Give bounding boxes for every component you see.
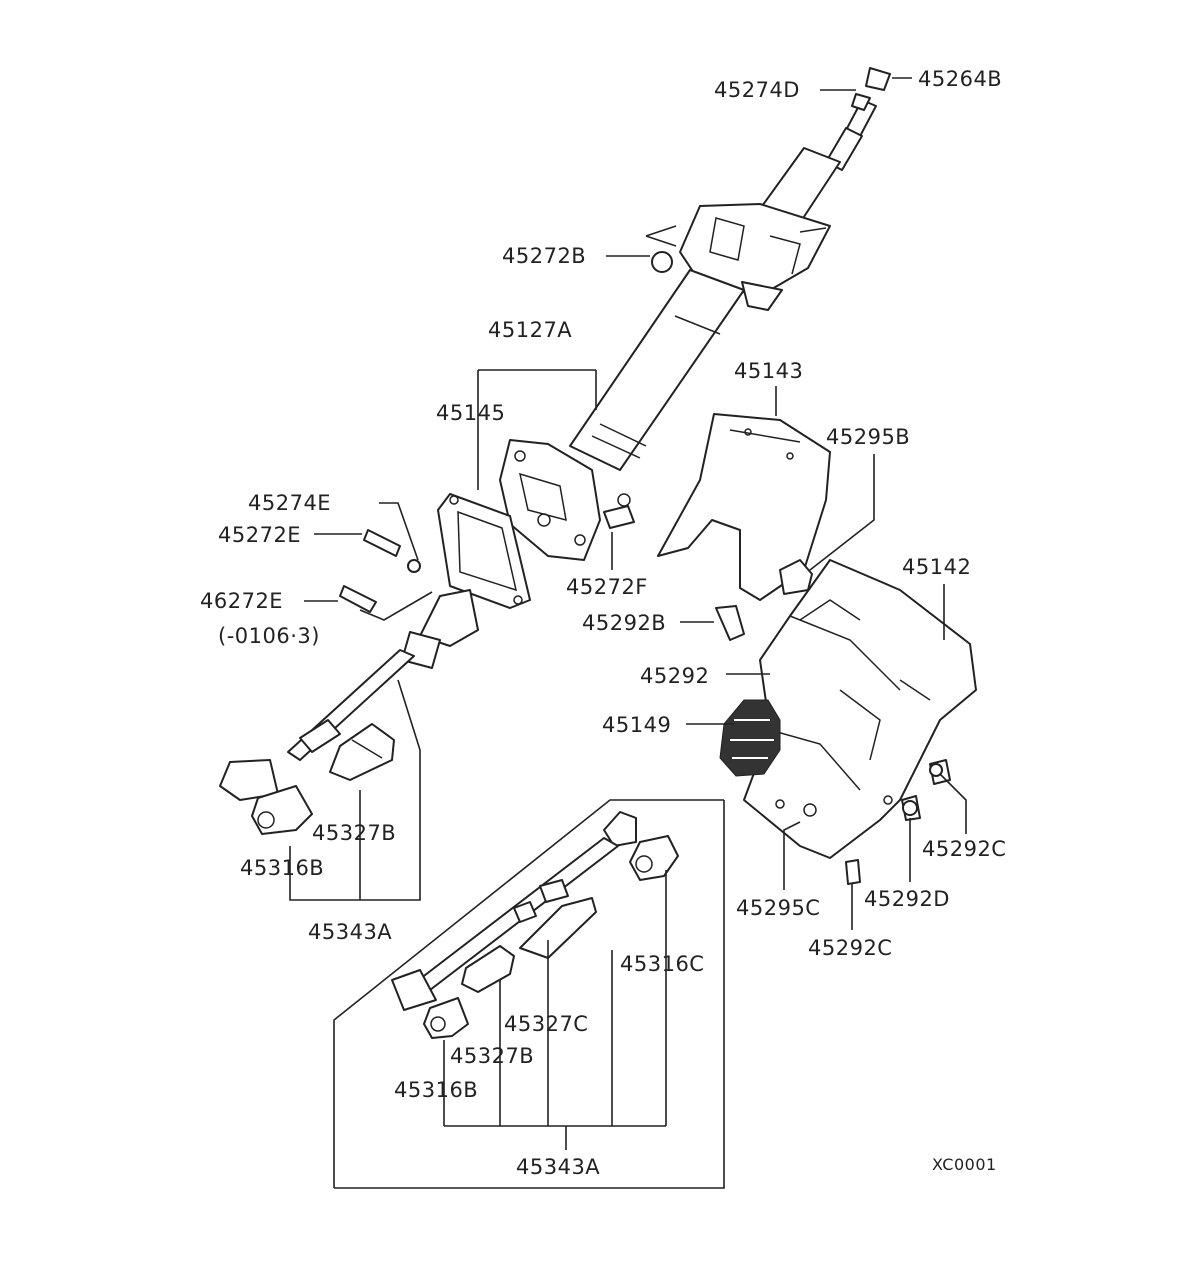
label-45327B-b: 45327B <box>450 1044 534 1068</box>
clip-45292D <box>901 795 921 821</box>
note-0106: (-0106·3) <box>218 624 320 648</box>
label-45327B-a: 45327B <box>312 821 396 845</box>
label-45316B-b: 45316B <box>394 1078 478 1102</box>
label-45272F: 45272F <box>566 575 648 599</box>
label-45292B: 45292B <box>582 611 666 635</box>
label-45343A-a: 45343A <box>308 920 392 944</box>
label-45316C: 45316C <box>620 952 704 976</box>
label-45274D: 45274D <box>714 78 800 102</box>
label-45292C-a: 45292C <box>922 837 1006 861</box>
bolt-46272E <box>339 585 377 613</box>
housing-45142 <box>743 559 977 859</box>
label-46272E: 46272E <box>200 589 283 613</box>
intermediate-shaft-upper <box>219 589 479 835</box>
label-45272E-a: 45272E <box>218 523 301 547</box>
label-45327C: 45327C <box>504 1012 588 1036</box>
label-45264B: 45264B <box>918 67 1002 91</box>
label-45316B-a: 45316B <box>240 856 324 880</box>
label-45127A: 45127A <box>488 318 572 342</box>
steering-column-assembly <box>499 67 891 561</box>
intermediate-shaft-lower <box>391 811 679 1039</box>
label-45295C: 45295C <box>736 896 820 920</box>
insulator-45149 <box>719 699 781 777</box>
diagram-code: XC0001 <box>932 1155 997 1174</box>
label-45142: 45142 <box>902 555 971 579</box>
label-45292C-b: 45292C <box>808 936 892 960</box>
label-45272B: 45272B <box>502 244 586 268</box>
clip-45292C-lower <box>845 859 861 885</box>
label-45292: 45292 <box>640 664 709 688</box>
label-45343A-b: 45343A <box>516 1155 600 1179</box>
label-45143: 45143 <box>734 359 803 383</box>
label-45149: 45149 <box>602 713 671 737</box>
bushing-45295B <box>779 559 813 595</box>
label-45145: 45145 <box>436 401 505 425</box>
bolt-45272E-upper <box>363 529 421 573</box>
part-labels: 45274D 45264B 45272B 45127A 45143 45145 … <box>200 67 1006 1179</box>
label-45292D: 45292D <box>864 887 950 911</box>
leader-lines <box>289 77 967 1189</box>
label-45274E: 45274E <box>248 491 331 515</box>
column-cover-45143 <box>657 413 831 601</box>
clip-45292B <box>715 605 745 641</box>
label-45295B: 45295B <box>826 425 910 449</box>
gasket-45145 <box>437 493 531 609</box>
